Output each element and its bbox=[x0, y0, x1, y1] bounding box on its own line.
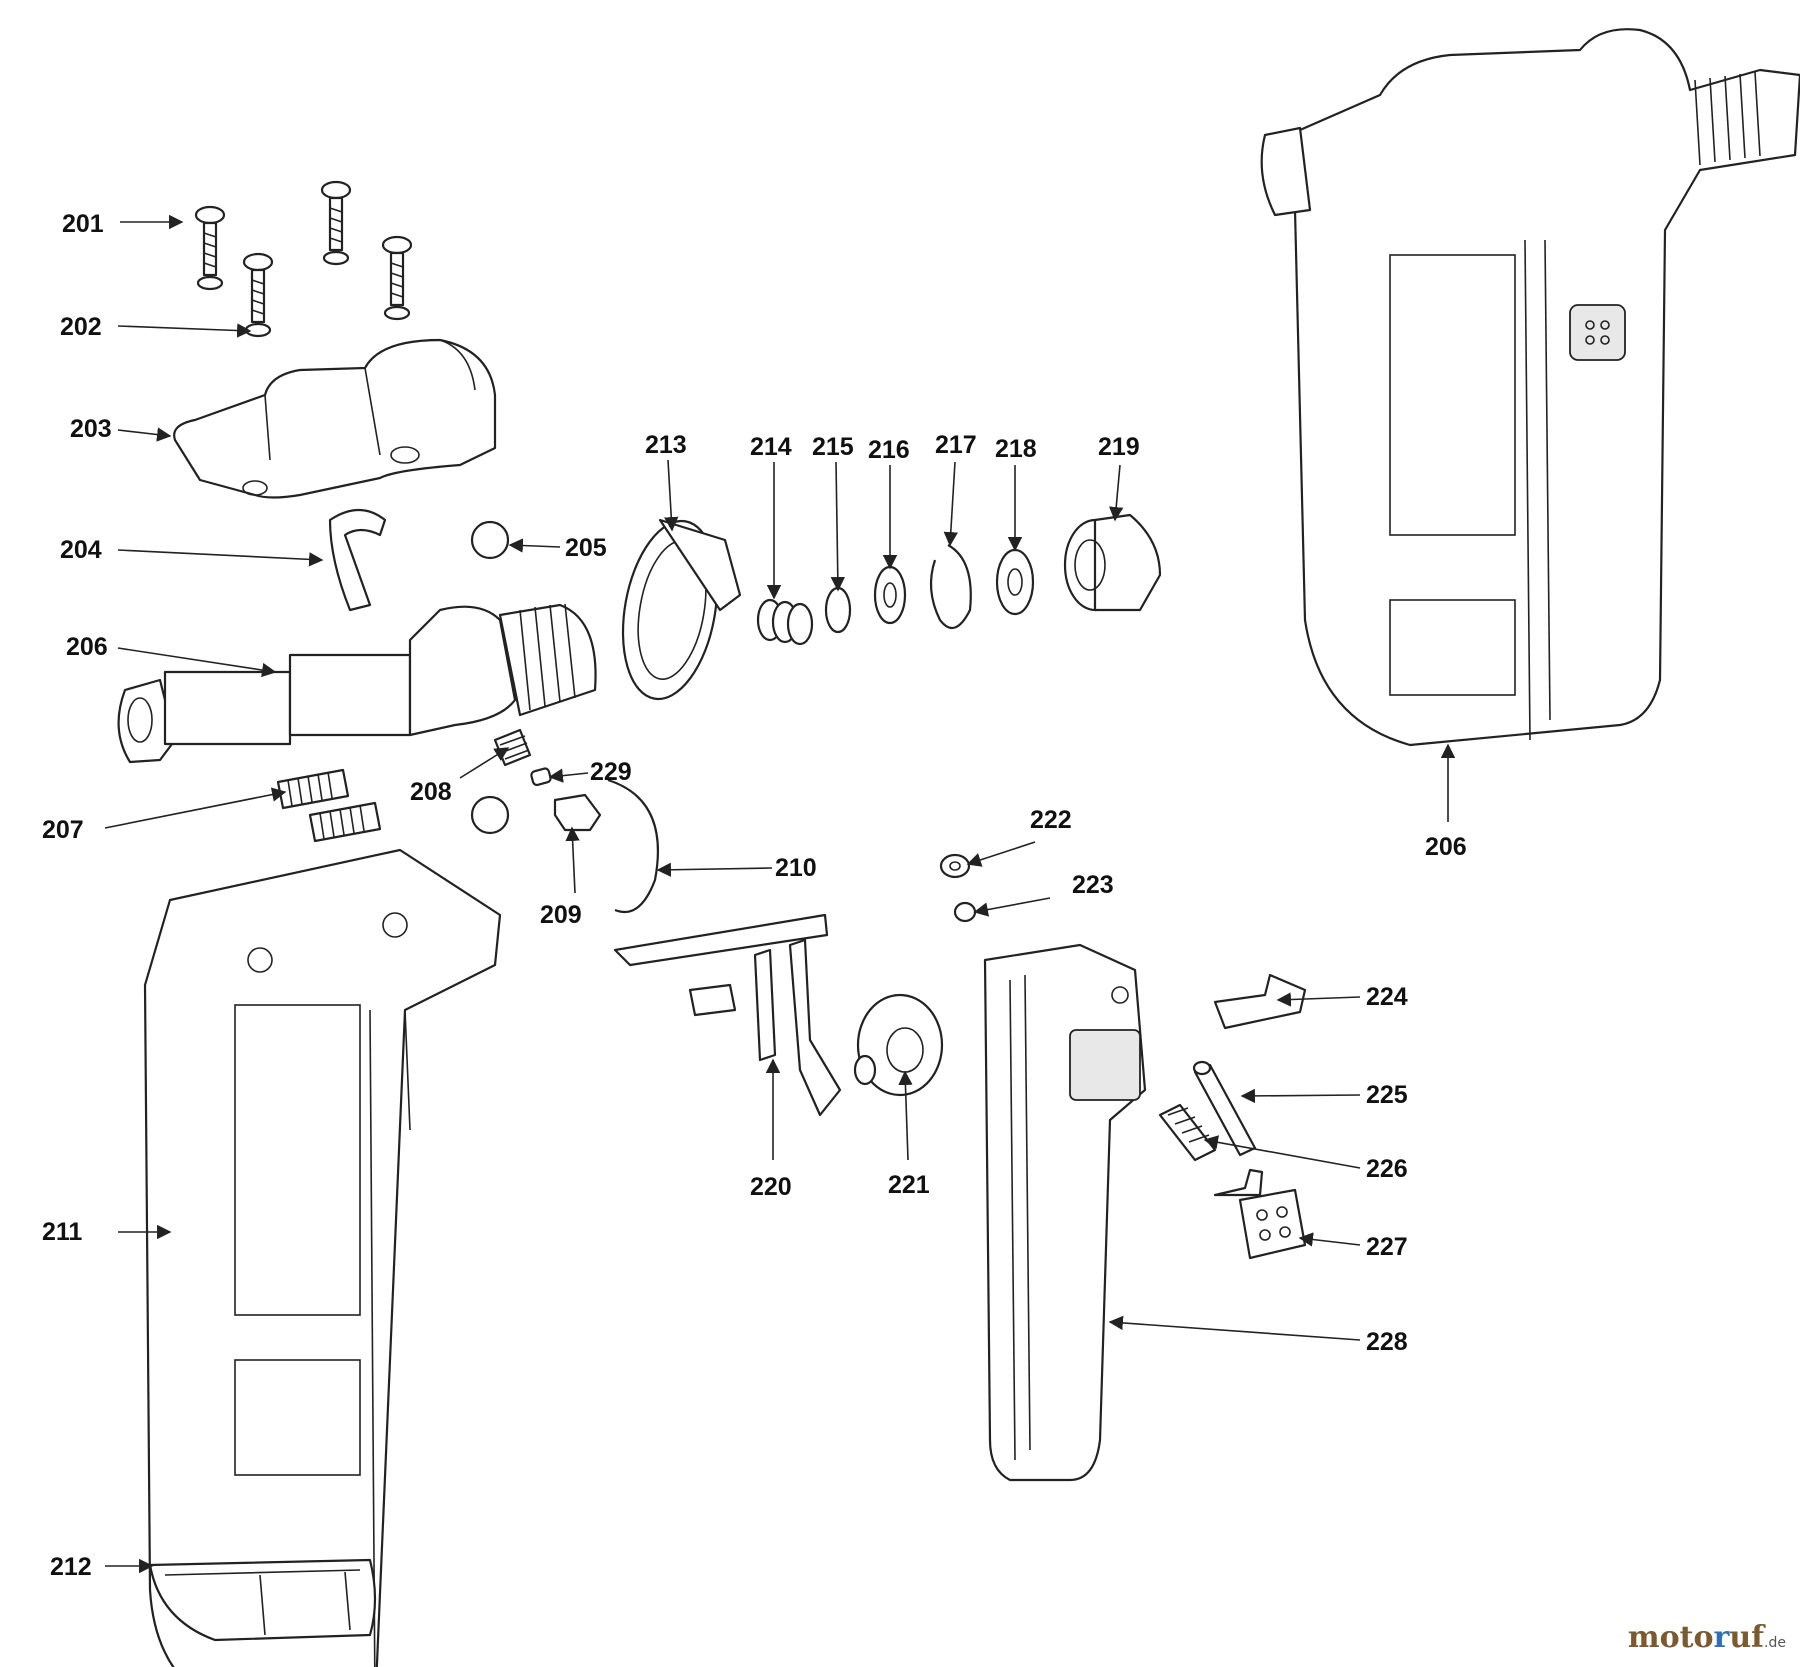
plate-224 bbox=[1213, 973, 1307, 1030]
cover-203 bbox=[173, 338, 497, 499]
label-229: 229 bbox=[590, 758, 632, 786]
label-205: 205 bbox=[565, 534, 607, 562]
housing-211 bbox=[143, 848, 502, 1667]
wheel-221 bbox=[853, 993, 944, 1097]
label-228: 228 bbox=[1366, 1328, 1408, 1356]
leader-lines bbox=[104, 214, 1456, 1574]
ball-205 bbox=[470, 520, 510, 560]
label-223: 223 bbox=[1072, 871, 1114, 899]
label-209: 209 bbox=[540, 901, 582, 929]
bracket-220 bbox=[613, 913, 842, 1117]
cap-212 bbox=[148, 1558, 377, 1642]
seal-219 bbox=[1063, 513, 1162, 612]
clip-204 bbox=[328, 508, 387, 612]
label-225: 225 bbox=[1366, 1081, 1408, 1109]
label-226: 226 bbox=[1366, 1155, 1408, 1183]
label-222: 222 bbox=[1030, 806, 1072, 834]
label-207: 207 bbox=[42, 816, 84, 844]
handle-228 bbox=[983, 943, 1147, 1482]
bushing-213 bbox=[621, 518, 742, 701]
label-202: 202 bbox=[60, 313, 102, 341]
watermark-part1: moto bbox=[1627, 1620, 1714, 1655]
label-211: 211 bbox=[42, 1218, 82, 1246]
button-227 bbox=[1213, 1168, 1307, 1260]
springs-207 bbox=[276, 768, 382, 843]
label-220: 220 bbox=[750, 1173, 792, 1201]
label-216: 216 bbox=[868, 436, 910, 464]
label-210: 210 bbox=[775, 854, 817, 882]
label-218: 218 bbox=[995, 435, 1037, 463]
spring-226 bbox=[1158, 1103, 1217, 1162]
label-217: 217 bbox=[935, 431, 977, 459]
label-213: 213 bbox=[645, 431, 687, 459]
label-227: 227 bbox=[1366, 1233, 1408, 1261]
assembly-206 bbox=[1260, 28, 1800, 747]
wire-210 bbox=[607, 778, 659, 913]
screws-201 bbox=[194, 180, 413, 338]
spring-208 bbox=[493, 728, 532, 767]
watermark-tld: .de bbox=[1764, 1635, 1786, 1651]
label-208: 208 bbox=[410, 778, 452, 806]
ball-208b bbox=[470, 795, 510, 835]
label-214: 214 bbox=[750, 433, 792, 461]
label-221: 221 bbox=[888, 1171, 930, 1199]
nut-222 bbox=[939, 853, 971, 879]
shaft-206 bbox=[117, 603, 597, 764]
label-212: 212 bbox=[50, 1553, 92, 1581]
label-206: 206 bbox=[66, 633, 108, 661]
screw-223 bbox=[953, 901, 977, 923]
pin-229 bbox=[530, 767, 552, 787]
part-labels: 201 202 203 204 205 206 207 208 229 209 … bbox=[42, 210, 1467, 1581]
label-203: 203 bbox=[70, 415, 112, 443]
label-204: 204 bbox=[60, 536, 102, 564]
watermark-part3: uf bbox=[1729, 1620, 1765, 1655]
label-215: 215 bbox=[812, 433, 854, 461]
pin-225 bbox=[1192, 1060, 1257, 1157]
watermark-logo: motoruf.de bbox=[1628, 1620, 1786, 1655]
watermark-part2: r bbox=[1713, 1620, 1730, 1655]
label-201: 201 bbox=[62, 210, 104, 238]
label-224: 224 bbox=[1366, 983, 1408, 1011]
latch-209 bbox=[553, 793, 602, 832]
rings-214-218 bbox=[756, 544, 1035, 646]
label-219: 219 bbox=[1098, 433, 1140, 461]
label-206b: 206 bbox=[1425, 833, 1467, 861]
